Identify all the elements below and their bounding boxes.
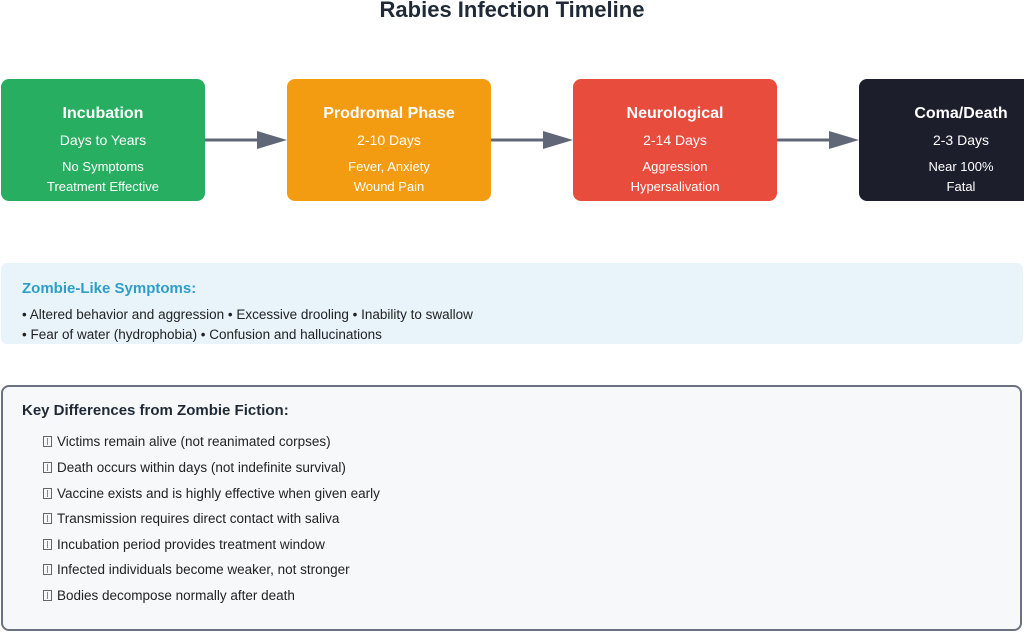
stage-detail-1: Fever, Anxiety xyxy=(348,159,430,174)
checkbox-icon xyxy=(43,513,52,524)
symptoms-line: • Altered behavior and aggression • Exce… xyxy=(22,307,473,322)
difference-item: Vaccine exists and is highly effective w… xyxy=(43,486,380,501)
stage-duration: 2-14 Days xyxy=(643,132,707,148)
symptoms-heading: Zombie-Like Symptoms: xyxy=(22,280,197,297)
stage-detail-2: Fatal xyxy=(946,179,976,194)
stage-neurological: Neurological 2-14 Days Aggression Hypers… xyxy=(573,79,777,201)
difference-text: Vaccine exists and is highly effective w… xyxy=(57,486,380,501)
difference-item: Transmission requires direct contact wit… xyxy=(43,511,339,526)
stage-name: Incubation xyxy=(62,105,144,122)
differences-panel: Key Differences from Zombie Fiction: Vic… xyxy=(1,385,1022,631)
symptoms-panel: Zombie-Like Symptoms: • Altered behavior… xyxy=(1,263,1023,344)
difference-text: Transmission requires direct contact wit… xyxy=(57,511,340,526)
arrow-head-icon xyxy=(829,131,859,149)
arrow-head-icon xyxy=(543,131,573,149)
difference-item: Victims remain alive (not reanimated cor… xyxy=(43,434,331,449)
checkbox-icon xyxy=(43,462,52,473)
stage-name: Prodromal Phase xyxy=(323,105,455,122)
difference-text: Infected individuals become weaker, not … xyxy=(57,562,350,577)
stage-duration: 2-3 Days xyxy=(932,132,990,148)
stage-detail-2: Hypersalivation xyxy=(630,179,720,194)
stage-detail-1: Near 100% xyxy=(928,159,994,174)
checkbox-icon xyxy=(43,590,52,601)
checkbox-icon xyxy=(43,539,52,550)
difference-item: Infected individuals become weaker, not … xyxy=(43,562,350,577)
stage-detail-2: Wound Pain xyxy=(353,179,425,194)
difference-text: Bodies decompose normally after death xyxy=(57,588,295,603)
arrow-head-icon xyxy=(257,131,287,149)
stage-duration: 2-10 Days xyxy=(357,132,421,148)
checkbox-icon xyxy=(43,488,52,499)
stage-coma-death: Coma/Death 2-3 Days Near 100% Fatal xyxy=(859,79,1024,201)
stage-name: Coma/Death xyxy=(914,105,1008,122)
difference-text: Death occurs within days (not indefinite… xyxy=(57,460,346,475)
stage-prodromal: Prodromal Phase 2-10 Days Fever, Anxiety… xyxy=(287,79,491,201)
symptoms-line: • Fear of water (hydrophobia) • Confusio… xyxy=(22,327,382,342)
difference-item: Incubation period provides treatment win… xyxy=(43,537,325,552)
differences-heading: Key Differences from Zombie Fiction: xyxy=(22,402,289,419)
diagram-title: Rabies Infection Timeline xyxy=(379,0,645,22)
stage-incubation: Incubation Days to Years No Symptoms Tre… xyxy=(1,79,205,201)
checkbox-icon xyxy=(43,436,52,447)
difference-item: Death occurs within days (not indefinite… xyxy=(43,460,346,475)
stage-duration: Days to Years xyxy=(59,132,147,148)
difference-text: Victims remain alive (not reanimated cor… xyxy=(57,434,331,449)
stage-detail-1: Aggression xyxy=(642,159,708,174)
stage-detail-2: Treatment Effective xyxy=(47,179,159,194)
difference-item: Bodies decompose normally after death xyxy=(43,588,295,603)
stage-name: Neurological xyxy=(626,105,724,122)
stage-detail-1: No Symptoms xyxy=(62,159,144,174)
difference-text: Incubation period provides treatment win… xyxy=(57,537,325,552)
checkbox-icon xyxy=(43,564,52,575)
